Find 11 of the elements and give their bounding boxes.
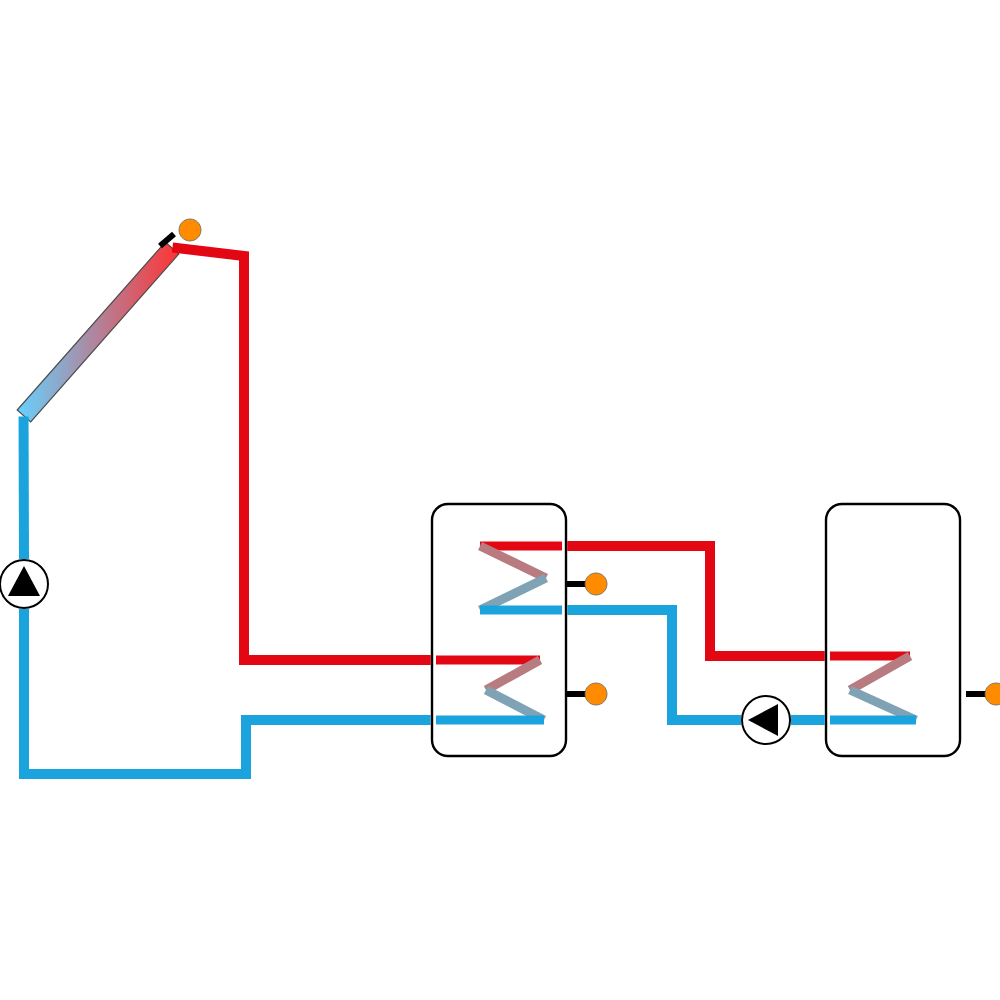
storage-tank bbox=[824, 502, 1000, 758]
pipe bbox=[19, 609, 431, 779]
storage-tank bbox=[430, 502, 608, 758]
pipe bbox=[567, 541, 825, 661]
pipe bbox=[791, 715, 825, 725]
solar-collector bbox=[16, 241, 180, 423]
pump-symbol bbox=[0, 559, 49, 609]
pipe bbox=[171, 242, 431, 665]
pipe bbox=[567, 605, 741, 725]
pump-symbol bbox=[741, 695, 791, 745]
pipe bbox=[18, 416, 29, 559]
